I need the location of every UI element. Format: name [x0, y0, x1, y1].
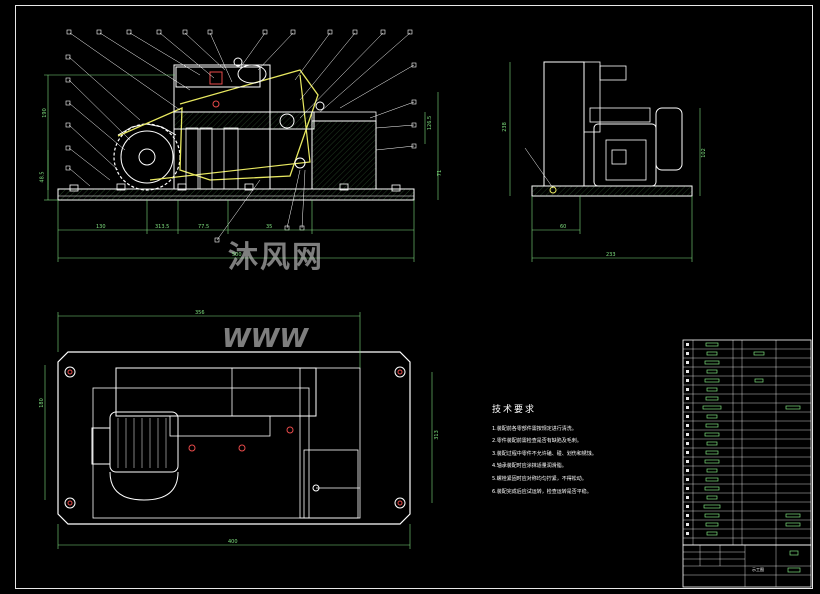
dim-plan-left: 180	[38, 398, 45, 408]
dim-side-right: 102	[700, 148, 707, 158]
side-column	[543, 61, 585, 187]
dim-side-overall: 233	[606, 252, 616, 258]
dim-front-bottom-3: 77.5	[198, 224, 210, 230]
tech-item: 4.轴承装配时应涂抹适量润滑脂。	[492, 463, 567, 470]
dim-front-overall: 500	[232, 252, 242, 258]
dim-front-right-1: 126.5	[427, 115, 434, 131]
tech-item: 3.装配过程中零件不允许磕、碰、划伤和锈蚀。	[492, 450, 597, 457]
plan-motor	[91, 411, 179, 501]
dim-plan-right: 313	[433, 430, 440, 440]
plan-view	[44, 312, 433, 549]
tech-item: 2.零件装配前需检查是否有缺陷及毛刺。	[492, 438, 582, 445]
technical-requirements: 技术要求 1.装配前各零部件需按规定进行清洗。 2.零件装配前需检查是否有缺陷及…	[492, 404, 597, 498]
side-motor	[593, 123, 657, 187]
tech-item: 6.装配完成后应试运转，检查运转是否平稳。	[492, 488, 592, 495]
plan-base-plate	[57, 351, 411, 525]
dim-front-bottom-2: 313.5	[155, 224, 170, 230]
parts-list	[682, 339, 812, 588]
dim-front-top-1: 190	[41, 108, 48, 118]
title-block-name: 示工图	[752, 567, 764, 572]
watermark-top: 沐风网	[228, 240, 324, 275]
dim-side-left: 238	[501, 122, 508, 132]
dim-front-left-2: 48.5	[39, 171, 46, 183]
tech-item: 5.螺栓紧固时应对称均匀拧紧，不得松动。	[492, 475, 587, 482]
front-view	[44, 29, 439, 262]
side-view	[509, 61, 701, 262]
watermark-middle: WWW	[222, 324, 309, 354]
drawing-border	[15, 5, 813, 589]
tech-title: 技术要求	[492, 405, 537, 415]
dim-front-right-2: 71	[437, 169, 444, 177]
dim-plan-overall: 400	[228, 539, 238, 545]
dim-front-bottom-1: 130	[96, 224, 106, 230]
tech-item: 1.装配前各零部件需按规定进行清洗。	[492, 425, 577, 432]
dim-front-bottom-4: 35	[266, 224, 273, 230]
dim-plan-top: 356	[195, 310, 205, 316]
dim-side-bottom: 60	[560, 224, 567, 230]
